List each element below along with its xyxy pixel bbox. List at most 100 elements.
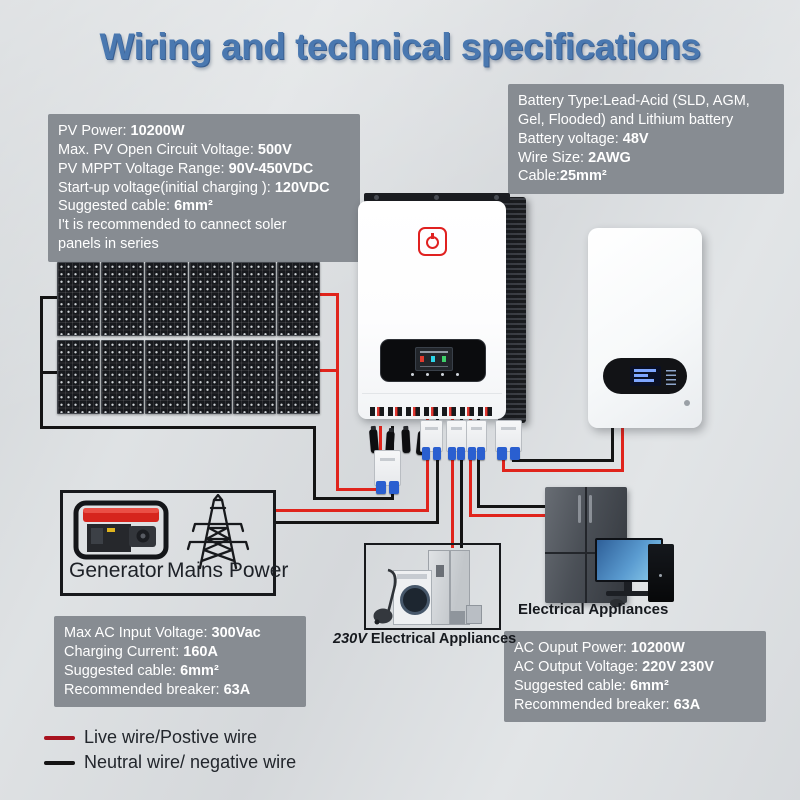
spec-label: Max AC Input Voltage: [64, 625, 212, 641]
breaker-clip [509, 447, 521, 460]
spec-line: Battery Type:Lead-Acid (SLD, AGM, [518, 92, 774, 111]
spec-label: Recommended breaker: [514, 696, 674, 713]
pv-dc-breaker [374, 450, 401, 494]
spec-label: I't is recommended to cannect soler [58, 217, 287, 234]
ac-breaker-230v [446, 420, 467, 460]
spec-label: Cable: [518, 168, 560, 185]
solar-panel [57, 262, 100, 336]
spec-value: 2AWG [588, 149, 631, 166]
solar-panel [233, 262, 276, 336]
breaker-clip [421, 447, 431, 460]
spec-line: Max. PV Open Circuit Voltage: 500V [58, 141, 350, 160]
inverter-lcd-screen [415, 347, 453, 371]
spec-value: 10200W [630, 640, 685, 656]
spec-label: AC Ouput Power: [514, 640, 631, 656]
solar-panel [233, 340, 276, 414]
spec-label: Gel, Flooded) and Lithium battery [518, 111, 734, 128]
vacuum-cleaner-icon [373, 568, 397, 625]
spec-value: 500V [257, 141, 292, 158]
mouse-icon [610, 599, 623, 607]
monitor-stand [624, 582, 632, 592]
wire-pv-positive-to-breaker [336, 488, 382, 491]
legend-live-wire-swatch [44, 736, 75, 740]
spec-value: 120VDC [274, 179, 330, 196]
washer-control-panel [397, 574, 427, 579]
lcd-text-row [420, 351, 448, 353]
breaker-slot [501, 427, 516, 430]
display-button [456, 373, 459, 376]
power-button-icon [418, 227, 447, 256]
breaker-slot [470, 427, 483, 430]
spec-value: 6mm² [630, 677, 669, 694]
display-button [411, 373, 414, 376]
breaker-clip [496, 447, 508, 460]
fridge-split [545, 551, 627, 554]
pv-spec-box: PV Power: 10200W Max. PV Open Circuit Vo… [48, 114, 360, 262]
wire-appliance-live-run [469, 514, 547, 517]
legend-live-wire-label: Live wire/Postive wire [84, 727, 258, 747]
small-appliance-icon [466, 605, 482, 624]
spec-value: 10200W [130, 123, 185, 139]
battery-display-buttons [666, 367, 676, 385]
battery-display [603, 358, 687, 394]
legend-neutral-wire-swatch [44, 761, 75, 765]
spec-label: PV MPPT Voltage Range: [58, 160, 229, 177]
wire-battery-positive-riser [621, 424, 624, 472]
breaker-clip [457, 447, 466, 460]
lcd-line [634, 369, 656, 372]
lcd-indicator-cyan [431, 356, 435, 362]
spec-label: Wire Size: [518, 149, 589, 166]
spec-line: Gel, Flooded) and Lithium battery [518, 111, 774, 130]
small-appliance-icon [450, 611, 465, 624]
breaker-clip [477, 447, 486, 460]
display-button [441, 373, 444, 376]
spec-label: PV Power: [58, 123, 131, 139]
legend-neutral-wire-label: Neutral wire/ negative wire [84, 752, 297, 772]
power-led [659, 574, 662, 577]
breaker-clip [375, 481, 387, 494]
breaker-clip [388, 481, 400, 494]
spec-line: Recommended breaker: 63A [64, 681, 296, 700]
fridge-seam [585, 487, 588, 603]
spec-line: Suggested cable: 6mm² [514, 677, 756, 696]
spec-label: Recommended breaker: [64, 681, 224, 698]
ac-breaker-generator [420, 420, 443, 460]
power-line [431, 233, 434, 239]
spec-line: Suggested cable: 6mm² [64, 662, 296, 681]
spec-line: I't is recommended to cannect soler [58, 216, 350, 235]
wire-pv-negative-row2 [40, 371, 59, 374]
wire-pv-positive-row1 [320, 293, 339, 296]
wire-230v-neutral-drop [460, 410, 463, 548]
spec-line: AC Ouput Power: 10200W [514, 639, 756, 658]
inverter-mounting-bracket [364, 193, 510, 202]
spec-value: 220V 230V [642, 658, 714, 675]
spec-label: Suggested cable: [514, 677, 631, 694]
fridge-dispenser [436, 565, 444, 577]
spec-line: PV MPPT Voltage Range: 90V-450VDC [58, 160, 350, 179]
appliances-230v-box [364, 543, 501, 630]
monitor-base [606, 591, 652, 596]
spec-line: Charging Current: 160A [64, 643, 296, 662]
lcd-indicator-red [420, 356, 424, 362]
spec-label: Max. PV Open Circuit Voltage: [58, 141, 258, 158]
wire-pv-negative-run [40, 426, 316, 429]
wire-pv-negative-to-breaker [313, 497, 394, 500]
wire-pv-negative-bus [40, 296, 43, 429]
wire-acin-live-drop [426, 410, 429, 512]
wire-pv-positive-bus [336, 293, 339, 491]
spec-value: 300Vac [211, 625, 261, 641]
spec-line: panels in series [58, 235, 350, 254]
spec-label: AC Output Voltage: [514, 658, 643, 675]
wire-acin-live-run [275, 509, 429, 512]
wire-acin-neutral-run [275, 521, 439, 524]
ac-output-spec-box: AC Ouput Power: 10200W AC Output Voltage… [504, 631, 766, 723]
fridge-handle [589, 495, 592, 523]
solar-panel [277, 340, 320, 414]
battery-spec-box: Battery Type:Lead-Acid (SLD, AGM, Gel, F… [508, 84, 784, 195]
spec-label: Battery voltage: [518, 130, 623, 147]
spec-value: 90V-450VDC [228, 160, 314, 177]
wire-pv-positive-row2 [318, 369, 339, 372]
spec-value: 6mm² [180, 662, 219, 679]
mains-power-label: Mains Power [167, 559, 289, 582]
